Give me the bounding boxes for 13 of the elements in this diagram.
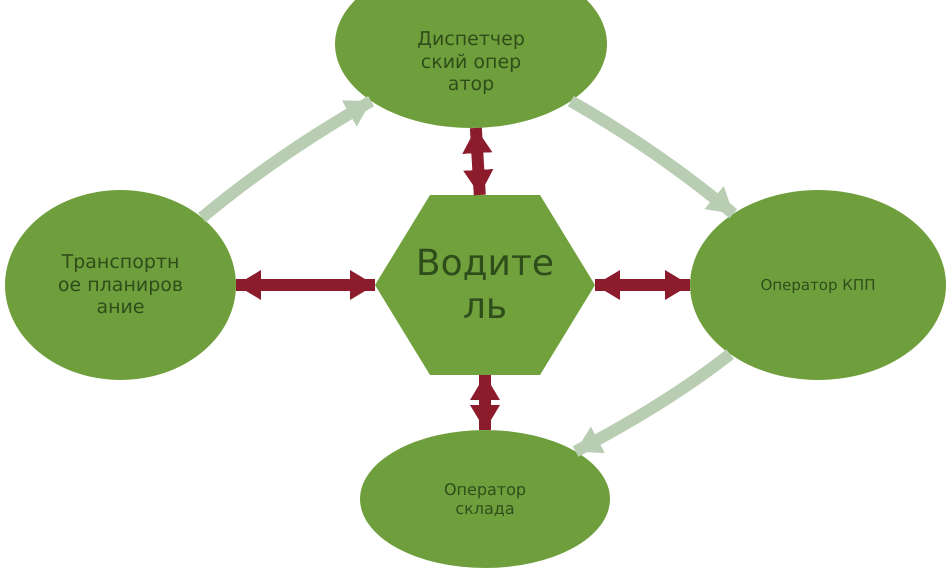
double-arrow [595, 270, 690, 300]
double-arrow [236, 270, 375, 300]
node-label: Транспортное планирование [56, 250, 184, 320]
double-arrow [462, 128, 494, 196]
node-label: Диспетчерский оператор [416, 28, 526, 96]
node-label: Оператор склада [442, 480, 528, 518]
hexagon-node [375, 195, 595, 375]
cycle-arrow [572, 349, 734, 457]
cycle-arrow [198, 96, 374, 222]
node-label: Водитель [415, 242, 555, 328]
cycle-arrow [568, 96, 738, 218]
double-arrow [470, 375, 500, 430]
node-label: Оператор КПП [760, 276, 876, 294]
